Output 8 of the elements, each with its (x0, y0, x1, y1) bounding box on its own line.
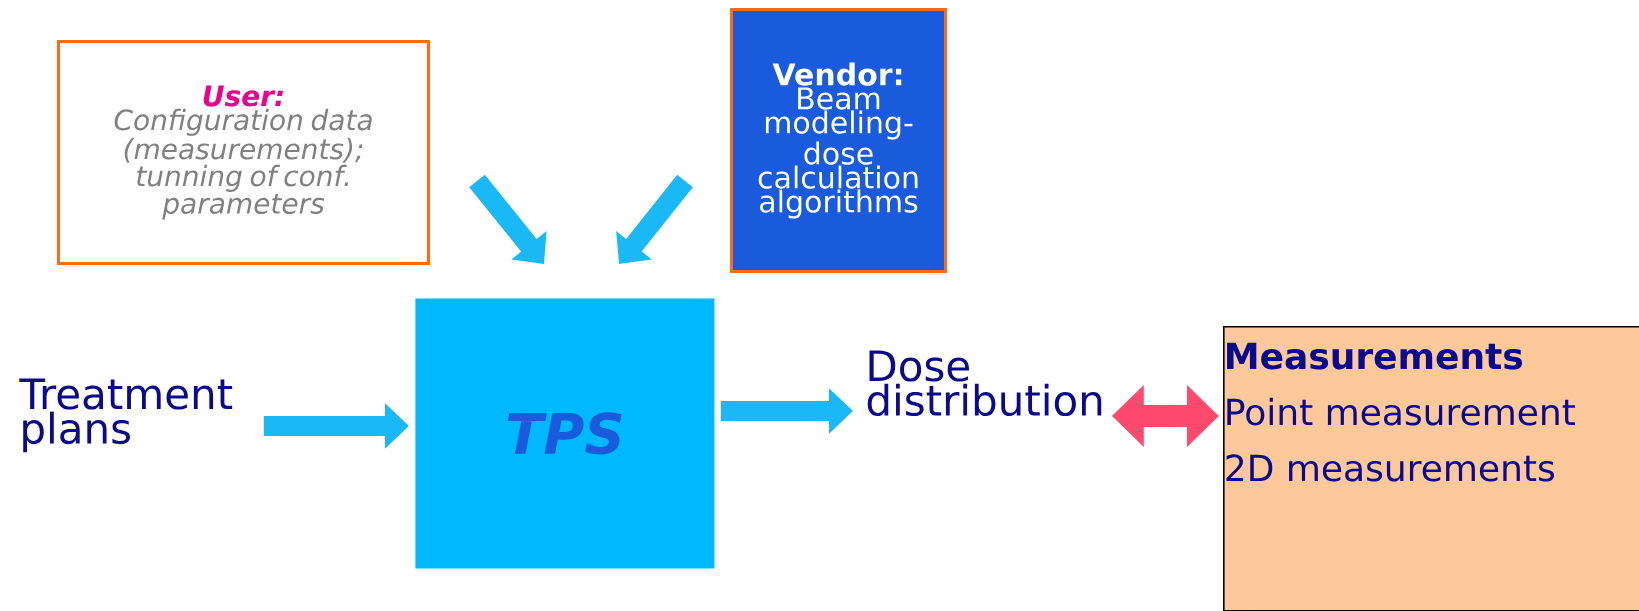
measurements-box: Measurements Point measurement 2D measurements (1223, 326, 1639, 611)
tps-box: TPS (415, 298, 715, 569)
input-label: Treatment plans (19, 378, 233, 453)
vendor-box: Vendor: Beam modeling-dose calculation algorithms (730, 8, 947, 273)
block-arrow (469, 174, 547, 264)
user-box: User: Configuration data (measurements); tunning of conf. parameters (57, 40, 430, 265)
output-label: Dose distribution (867, 350, 1102, 417)
block-arrow (616, 174, 693, 264)
